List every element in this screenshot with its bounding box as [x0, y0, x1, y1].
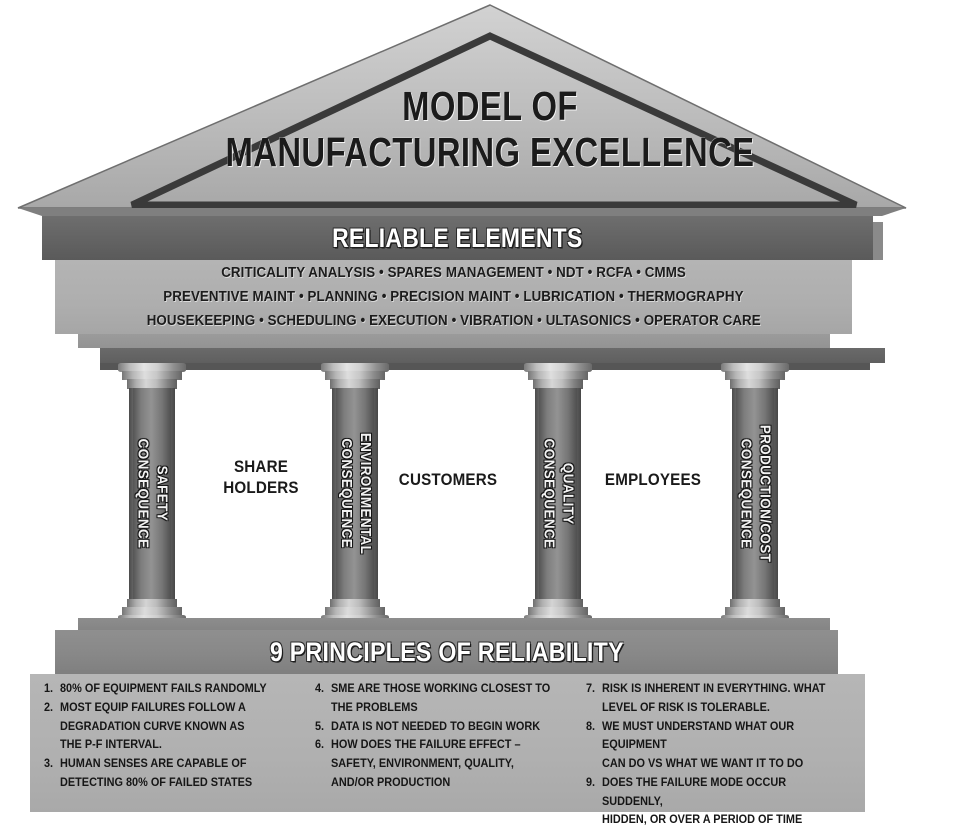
- reliable-elements-list: CRITICALITY ANALYSIS • SPARES MANAGEMENT…: [55, 262, 852, 334]
- column-shaft-highlight: [133, 388, 171, 600]
- column-quality-consequence: CONSEQUENCE QUALITY: [524, 363, 592, 625]
- principle-number: 6.: [315, 738, 325, 752]
- nine-principles-label-wrap: 9 PRINCIPLES OF RELIABILITY: [55, 630, 838, 674]
- principle-item: 2. MOST EQUIP FAILURES FOLLOW A DEGRADAT…: [44, 699, 309, 755]
- principle-number: 3.: [44, 757, 54, 771]
- principle-text: MOST EQUIP FAILURES FOLLOW A DEGRADATION…: [60, 700, 246, 752]
- column-shaft-highlight: [336, 388, 374, 600]
- entablature-side-shadow: [873, 222, 883, 260]
- principle-item: 1. 80% OF EQUIPMENT FAILS RANDOMLY: [44, 680, 309, 699]
- architrave-step: [100, 363, 870, 370]
- principle-item: 9. DOES THE FAILURE MODE OCCUR SUDDENLY,…: [586, 774, 851, 830]
- elements-line-3: HOUSEKEEPING • SCHEDULING • EXECUTION • …: [146, 312, 761, 329]
- principle-text: RISK IS INHERENT IN EVERYTHING. WHAT LEV…: [602, 682, 826, 714]
- column-capital: [721, 363, 789, 389]
- principles-column-1: 1. 80% OF EQUIPMENT FAILS RANDOMLY 2. MO…: [44, 680, 309, 810]
- column-capital: [118, 363, 186, 389]
- gap-label-line-1: EMPLOYEES: [604, 471, 702, 489]
- column-shaft-highlight: [539, 388, 577, 600]
- gap-label-line-1: SHARE: [233, 458, 289, 476]
- column-environmental-consequence: CONSEQUENCE ENVIRONMENTAL: [321, 363, 389, 625]
- gap-label-line-2: HOLDERS: [223, 479, 299, 498]
- principle-item: 3. HUMAN SENSES ARE CAPABLE OF DETECTING…: [44, 755, 309, 793]
- reliable-elements-label: RELIABLE ELEMENTS: [332, 222, 583, 253]
- principle-item: 8. WE MUST UNDERSTAND WHAT OUR EQUIPMENT…: [586, 718, 851, 774]
- gap-label-line-1: CUSTOMERS: [398, 471, 498, 489]
- principle-number: 9.: [586, 775, 596, 789]
- principle-item: 7. RISK IS INHERENT IN EVERYTHING. WHAT …: [586, 680, 851, 718]
- principle-number: 2.: [44, 700, 54, 714]
- stylobate-step: [78, 618, 830, 630]
- pediment: MODEL OF MANUFACTURING EXCELLENCE: [0, 0, 980, 216]
- principle-item: 4. SME ARE THOSE WORKING CLOSEST TO THE …: [315, 680, 580, 718]
- nine-principles-band: [55, 630, 838, 674]
- principle-number: 5.: [315, 719, 325, 733]
- principle-text: DATA IS NOT NEEDED TO BEGIN WORK: [331, 719, 541, 733]
- principle-number: 7.: [586, 682, 596, 695]
- principle-item: 5. DATA IS NOT NEEDED TO BEGIN WORK: [315, 718, 580, 737]
- principle-number: 4.: [315, 682, 325, 695]
- column-safety-consequence: CONSEQUENCE SAFETY: [118, 363, 186, 625]
- reliable-elements-band: [42, 216, 873, 260]
- principle-text: WE MUST UNDERSTAND WHAT OUR EQUIPMENT CA…: [602, 719, 804, 771]
- elements-line-1: CRITICALITY ANALYSIS • SPARES MANAGEMENT…: [221, 265, 686, 282]
- principle-text: DOES THE FAILURE MODE OCCUR SUDDENLY, HI…: [602, 775, 803, 827]
- principle-item: 6. HOW DOES THE FAILURE EFFECT – SAFETY,…: [315, 736, 580, 792]
- reliable-elements-list-panel: [55, 260, 852, 334]
- gap-label-share-holders: SHARE HOLDERS: [186, 457, 336, 500]
- principles-grid: 1. 80% OF EQUIPMENT FAILS RANDOMLY 2. MO…: [30, 680, 865, 826]
- colonnade: CONSEQUENCE SAFETY CONSEQUENCE ENVIRONME…: [0, 363, 980, 625]
- pediment-shape: [17, 4, 907, 216]
- gap-label-customers: CUSTOMERS: [373, 470, 523, 491]
- principle-text: 80% OF EQUIPMENT FAILS RANDOMLY: [60, 682, 267, 695]
- principles-column-3: 7. RISK IS INHERENT IN EVERYTHING. WHAT …: [586, 680, 851, 826]
- column-shaft-highlight: [736, 388, 774, 600]
- principle-text: HUMAN SENSES ARE CAPABLE OF DETECTING 80…: [60, 757, 253, 789]
- column-capital: [524, 363, 592, 389]
- principle-text: HOW DOES THE FAILURE EFFECT – SAFETY, EN…: [331, 738, 521, 789]
- elements-line-2: PREVENTIVE MAINT • PLANNING • PRECISION …: [163, 289, 744, 306]
- entablature-step: [78, 334, 830, 348]
- gap-label-employees: EMPLOYEES: [578, 470, 728, 491]
- principles-panel: [30, 674, 865, 812]
- principle-number: 8.: [586, 719, 596, 733]
- column-production-cost-consequence: CONSEQUENCE PRODUCTION/COST: [721, 363, 789, 625]
- principle-number: 1.: [44, 682, 54, 695]
- principles-column-2: 4. SME ARE THOSE WORKING CLOSEST TO THE …: [315, 680, 580, 810]
- principle-text: SME ARE THOSE WORKING CLOSEST TO THE PRO…: [331, 682, 551, 714]
- reliable-elements-label-wrap: RELIABLE ELEMENTS: [42, 216, 873, 260]
- architrave: [100, 348, 885, 363]
- nine-principles-label: 9 PRINCIPLES OF RELIABILITY: [269, 636, 624, 667]
- column-capital: [321, 363, 389, 389]
